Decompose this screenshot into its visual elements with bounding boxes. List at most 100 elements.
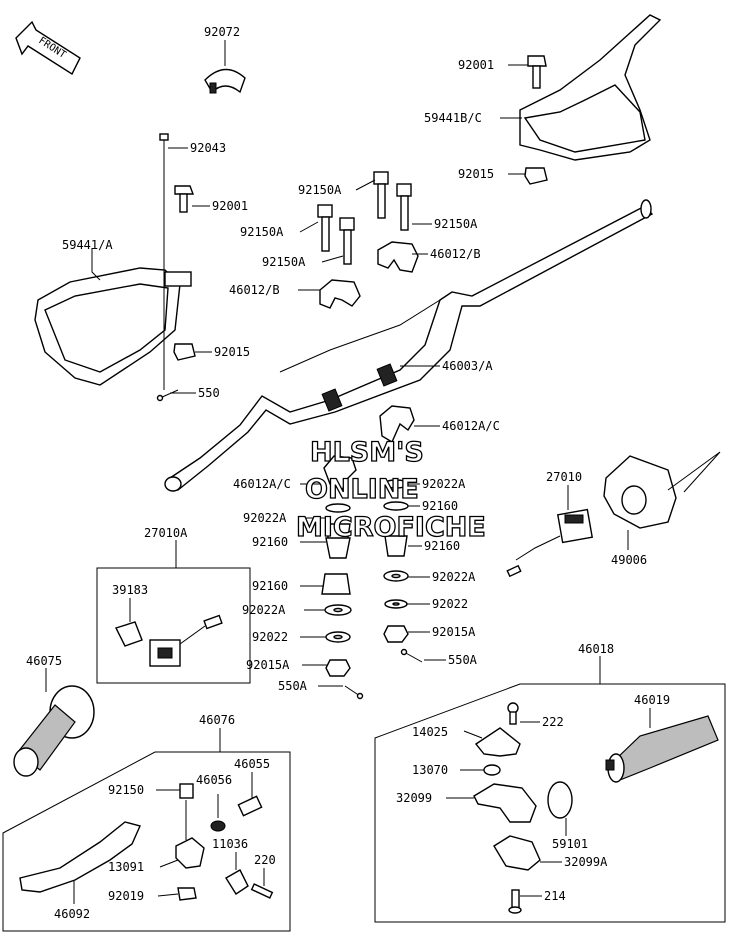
adjuster-46055 (237, 795, 263, 817)
label-46075: 46075 (26, 654, 62, 668)
clamp-92072 (204, 68, 246, 94)
watermark-line-1: HLSM'S (310, 437, 424, 468)
label-32099: 32099 (396, 791, 432, 805)
nut-92015-right (524, 167, 548, 185)
bolts-92150a (317, 171, 412, 265)
label-46012b-left: 46012/B (229, 283, 280, 297)
lever-holder-13091 (175, 783, 205, 901)
label-46092: 46092 (54, 907, 90, 921)
label-92022-left: 92022 (252, 630, 288, 644)
front-arrow: FRONT (15, 20, 81, 76)
label-92001-right: 92001 (458, 58, 494, 72)
label-32099a: 32099A (564, 855, 608, 869)
holder-lower-right (379, 405, 415, 444)
screw-222 (507, 702, 519, 725)
label-92160-3: 92160 (424, 539, 460, 553)
leaders (45, 40, 651, 904)
label-49006: 49006 (611, 553, 647, 567)
bolt-92001-right (527, 55, 547, 89)
label-92150: 92150 (108, 783, 144, 797)
label-46056: 46056 (196, 773, 232, 787)
label-14025: 14025 (412, 725, 448, 739)
watermark-line-3: MICROFICHE (296, 512, 486, 543)
switch-27010 (506, 508, 594, 578)
label-550a-left: 550A (278, 679, 308, 693)
label-92150a-2: 92150A (434, 217, 478, 231)
label-92043: 92043 (190, 141, 226, 155)
label-92001-left: 92001 (212, 199, 248, 213)
label-46012b-right: 46012/B (430, 247, 481, 261)
handguard-left-59441a (34, 267, 192, 386)
label-46019: 46019 (634, 693, 670, 707)
label-92019: 92019 (108, 889, 144, 903)
holder-upper-left (319, 279, 361, 309)
label-46012ac-right: 46012A/C (442, 419, 500, 433)
part-labels: 92072 92001 59441B/C 92015 92043 92001 5… (26, 25, 670, 921)
label-550a-right: 550A (448, 653, 478, 667)
lever-46092 (19, 821, 141, 893)
label-92015a-left: 92015A (246, 658, 290, 672)
label-92015-right: 92015 (458, 167, 494, 181)
stack-left (321, 503, 364, 700)
pin-550-left (156, 389, 179, 402)
label-59441a: 59441/A (62, 238, 113, 252)
housing-32099a (493, 835, 541, 871)
handguard-right-59441bc (519, 14, 662, 161)
label-92022a-2: 92022A (243, 511, 287, 525)
label-214: 214 (544, 889, 566, 903)
box-46018 (374, 683, 726, 923)
label-39183: 39183 (112, 583, 148, 597)
label-220: 220 (254, 853, 276, 867)
label-92150a-3: 92150A (240, 225, 284, 239)
label-92072: 92072 (204, 25, 240, 39)
screw-214 (508, 889, 522, 914)
grip-46019 (605, 715, 719, 783)
clamp-11036 (225, 869, 249, 895)
ring-13070 (483, 764, 501, 776)
label-222: 222 (542, 715, 564, 729)
stack-right (383, 479, 423, 663)
nut-46056 (210, 820, 226, 832)
watermark-line-2: ONLINE (305, 474, 419, 505)
label-92160-1: 92160 (422, 499, 458, 513)
box-46076 (2, 751, 291, 932)
label-13091: 13091 (108, 860, 144, 874)
label-92150a-1: 92150A (298, 183, 342, 197)
screw-220 (250, 883, 274, 899)
label-92150a-4: 92150A (262, 255, 306, 269)
label-92160-left: 92160 (252, 579, 288, 593)
label-46055: 46055 (234, 757, 270, 771)
label-92015-left: 92015 (214, 345, 250, 359)
grip-46075 (13, 685, 95, 777)
label-46076: 46076 (199, 713, 235, 727)
watermark: HLSM'S ONLINE MICROFICHE (295, 436, 486, 543)
pulley-59101 (547, 781, 573, 819)
bolt-92001-left (174, 185, 195, 213)
label-92022a-3: 92022A (432, 570, 476, 584)
label-550-left: 550 (198, 386, 220, 400)
label-92160-2: 92160 (252, 535, 288, 549)
label-46018: 46018 (578, 642, 614, 656)
throttle-housing-49006 (603, 451, 721, 529)
bracket-14025 (474, 727, 521, 757)
nut-92015-left (173, 343, 196, 361)
label-92022a-left: 92022A (242, 603, 286, 617)
label-46003a: 46003/A (442, 359, 493, 373)
label-27010: 27010 (546, 470, 582, 484)
switch-27010a (115, 614, 223, 667)
label-59101: 59101 (552, 837, 588, 851)
box-27010a (96, 567, 251, 684)
holder-upper-right (377, 241, 419, 273)
label-11036: 11036 (212, 837, 248, 851)
pin-92043 (159, 133, 169, 390)
label-92022-right: 92022 (432, 597, 468, 611)
holder-lower-left (323, 455, 357, 491)
label-27010a: 27010A (144, 526, 188, 540)
label-92022a-1: 92022A (422, 477, 466, 491)
label-13070: 13070 (412, 763, 448, 777)
label-59441bc: 59441B/C (424, 111, 482, 125)
handlebar-46003a (164, 199, 654, 492)
housing-32099 (473, 783, 537, 823)
